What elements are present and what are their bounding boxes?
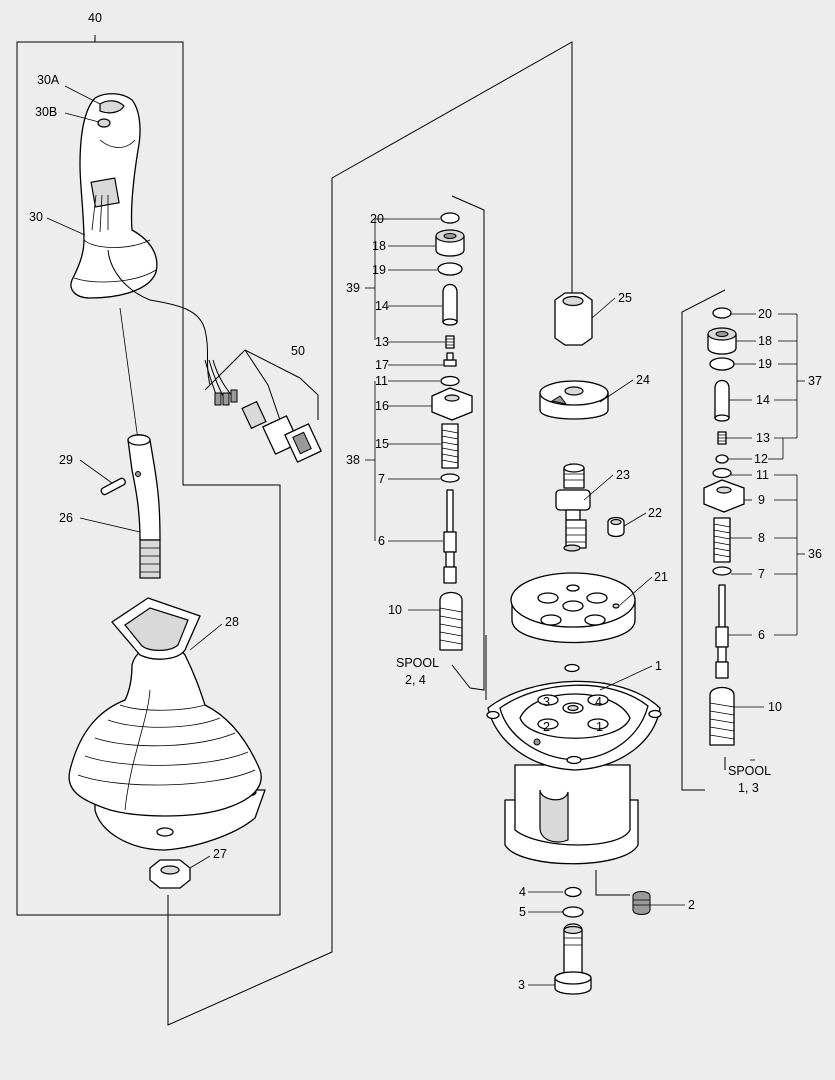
label-13-right: 13 — [756, 431, 770, 445]
part-labels: 40 30A 30B 30 50 29 26 28 27 20 18 19 39… — [29, 11, 822, 992]
port-label-4: 4 — [595, 695, 602, 709]
label-7-left: 7 — [378, 472, 385, 486]
valve-casing — [486, 663, 662, 865]
label-28: 28 — [225, 615, 239, 629]
label-spool-right: SPOOL — [728, 764, 771, 778]
nut — [149, 859, 191, 889]
label-29: 29 — [59, 453, 73, 467]
label-21: 21 — [654, 570, 668, 584]
label-12: 12 — [754, 452, 768, 466]
label-19-left: 19 — [372, 263, 386, 277]
label-13-left: 13 — [375, 335, 389, 349]
label-22: 22 — [648, 506, 662, 520]
label-30b: 30B — [35, 105, 57, 119]
joystick-handle — [70, 93, 158, 299]
label-19-right: 19 — [758, 357, 772, 371]
label-11-left: 11 — [375, 374, 388, 388]
label-2: 2 — [688, 898, 695, 912]
label-15: 15 — [375, 437, 389, 451]
port-label-3: 3 — [543, 695, 550, 709]
label-6-right: 6 — [758, 628, 765, 642]
right-spool-stack — [703, 307, 745, 746]
label-24: 24 — [636, 373, 650, 387]
handle-cable — [107, 249, 211, 386]
label-7-right: 7 — [758, 567, 765, 581]
label-11-right: 11 — [756, 468, 769, 482]
port-numbers: 3 4 2 1 — [543, 695, 603, 734]
label-5: 5 — [519, 905, 526, 919]
label-spool-right-numbers: 1, 3 — [738, 781, 759, 795]
label-20-right: 20 — [758, 307, 772, 321]
bottom-parts — [554, 886, 651, 995]
label-40: 40 — [88, 11, 102, 25]
port-label-1: 1 — [596, 720, 603, 734]
label-18-right: 18 — [758, 334, 772, 348]
center-stack — [510, 292, 636, 644]
connector-set — [204, 349, 322, 463]
label-26: 26 — [59, 511, 73, 525]
label-6-left: 6 — [378, 534, 385, 548]
label-10-left: 10 — [388, 603, 402, 617]
label-50: 50 — [291, 344, 305, 358]
label-18-left: 18 — [372, 239, 386, 253]
label-17: 17 — [375, 358, 389, 372]
label-39: 39 — [346, 281, 360, 295]
label-27: 27 — [213, 847, 227, 861]
label-16: 16 — [375, 399, 389, 413]
group-frames — [16, 35, 726, 1026]
lever — [119, 307, 161, 579]
label-10-right: 10 — [768, 700, 782, 714]
pin — [100, 477, 126, 496]
label-23: 23 — [616, 468, 630, 482]
label-8: 8 — [758, 531, 765, 545]
port-label-2: 2 — [543, 720, 550, 734]
label-38: 38 — [346, 453, 360, 467]
label-4: 4 — [519, 885, 526, 899]
label-spool-left: SPOOL — [396, 656, 439, 670]
label-37: 37 — [808, 374, 822, 388]
harness-wires — [204, 359, 238, 406]
label-20-left: 20 — [370, 212, 384, 226]
left-spool-stack — [431, 212, 473, 651]
rubber-boot — [68, 597, 266, 851]
label-14-right: 14 — [756, 393, 770, 407]
label-25: 25 — [618, 291, 632, 305]
label-3: 3 — [518, 978, 525, 992]
label-36: 36 — [808, 547, 822, 561]
label-1: 1 — [655, 659, 662, 673]
label-9: 9 — [758, 493, 765, 507]
label-14-left: 14 — [375, 299, 389, 313]
leader-lines — [46, 85, 805, 986]
label-spool-left-numbers: 2, 4 — [405, 673, 426, 687]
label-30: 30 — [29, 210, 43, 224]
label-30a: 30A — [37, 73, 60, 87]
